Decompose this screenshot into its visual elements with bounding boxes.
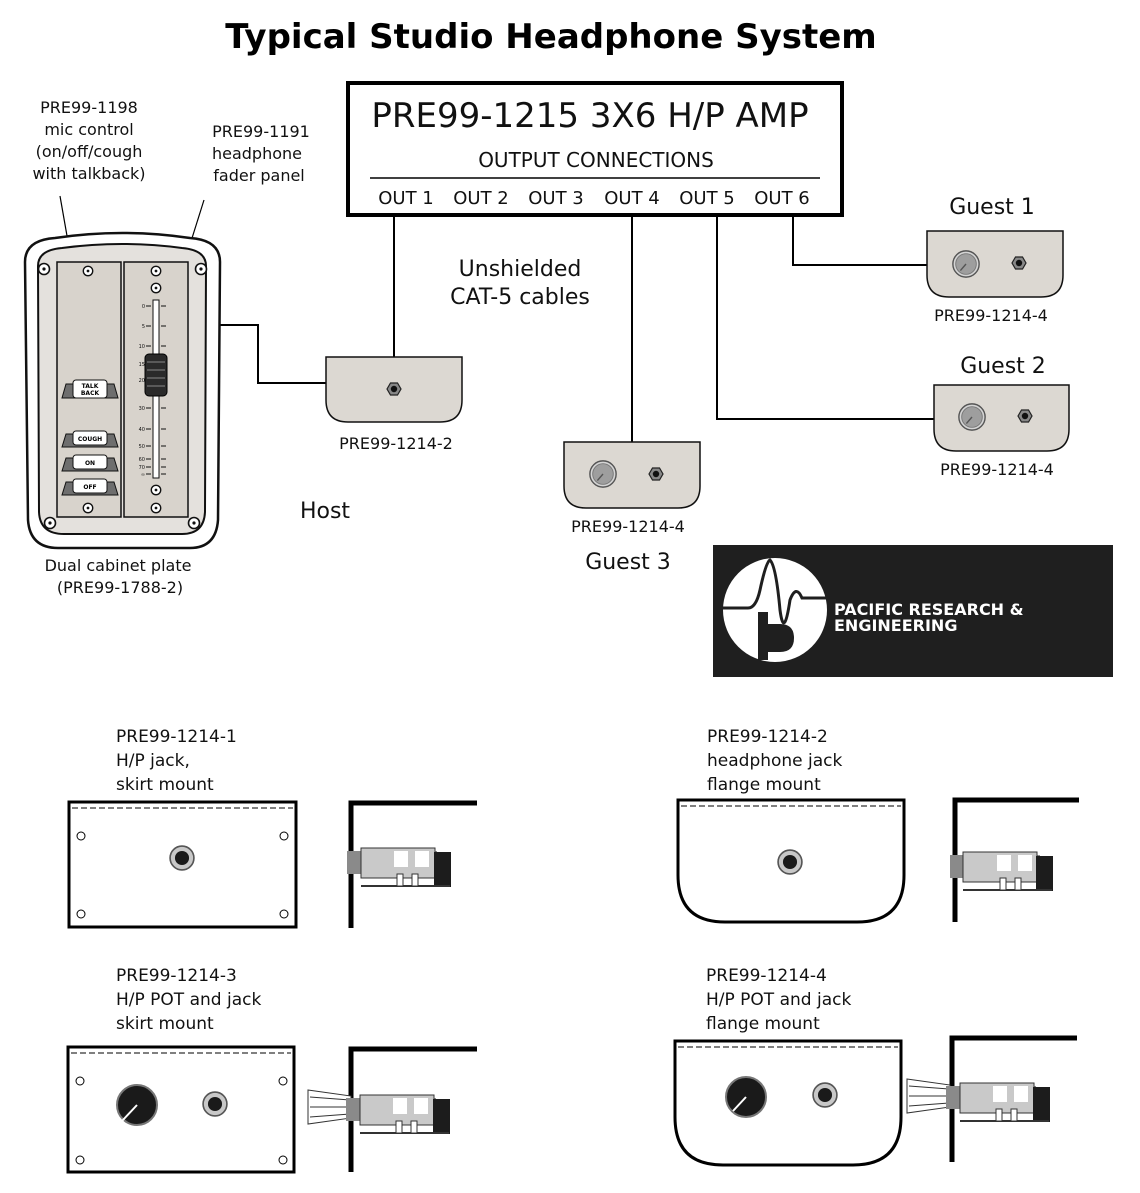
logo-line2: ENGINEERING: [834, 616, 957, 635]
pacific-research-logo: PACIFIC RESEARCH & ENGINEERING: [713, 545, 1113, 677]
detail1-jack-icon: [169, 845, 195, 871]
amp-model-label: PRE99-1215 3X6 H/P AMP: [371, 96, 808, 136]
fader-panel-callout: PRE99-1191 headphone fader panel: [181, 122, 310, 271]
scale-60: 60: [139, 457, 145, 463]
cough-label: COUGH: [78, 436, 102, 443]
detail1-line3: skirt mount: [116, 775, 214, 795]
host-label: Host: [300, 499, 350, 524]
mic-control-line2: mic control: [44, 120, 133, 139]
output-connections-label: OUTPUT CONNECTIONS: [478, 148, 714, 172]
detail4-part: PRE99-1214-4: [706, 966, 827, 986]
scale-10: 10: [139, 344, 145, 350]
mic-control-callout: PRE99-1198 mic control (on/off/cough wit…: [32, 98, 146, 271]
guest2-pot-icon: [958, 403, 986, 431]
back-label: BACK: [81, 390, 100, 397]
guest3-part: PRE99-1214-4: [571, 517, 685, 536]
detail4-jack-icon: [812, 1082, 838, 1108]
cable-label-line2: CAT-5 cables: [450, 285, 590, 310]
detail4-line2: H/P POT and jack: [706, 990, 851, 1010]
guest2-pot-plate: [933, 384, 1070, 452]
detail-1214-1: PRE99-1214-1 H/P jack, skirt mount: [67, 727, 477, 929]
scale-70: 70: [139, 465, 145, 471]
cabinet-line1: Dual cabinet plate: [45, 556, 192, 575]
dual-cabinet-plate: TALK BACK COUGH ON OFF: [23, 231, 222, 550]
detail3-line3: skirt mount: [116, 1014, 214, 1034]
detail3-part: PRE99-1214-3: [116, 966, 237, 986]
on-button[interactable]: ON: [61, 454, 119, 472]
out-5-label: OUT 5: [679, 188, 735, 209]
out-2-label: OUT 2: [453, 188, 509, 209]
detail-1214-2: PRE99-1214-2 headphone jack flange mount: [676, 727, 1079, 924]
fader-panel-part: PRE99-1191: [212, 122, 310, 141]
guest3-pot-plate: [563, 441, 701, 509]
guest1-jack-icon: [1011, 256, 1027, 270]
out-1-label: OUT 1: [378, 188, 434, 209]
out-6-label: OUT 6: [754, 188, 810, 209]
guest1-pot-plate: [926, 230, 1064, 298]
guest2-part: PRE99-1214-4: [940, 460, 1054, 479]
detail3-line2: H/P POT and jack: [116, 990, 261, 1010]
guest1-label: Guest 1: [949, 195, 1035, 220]
cable-lines: [220, 217, 934, 442]
scale-40: 40: [139, 427, 145, 433]
detail3-jack-icon: [202, 1091, 228, 1117]
page-title: Typical Studio Headphone System: [225, 17, 876, 57]
scale-50: 50: [139, 444, 145, 450]
guest3-pot-icon: [589, 460, 617, 488]
scale-0: 0: [142, 304, 145, 310]
host-jack-plate: [325, 356, 463, 423]
detail2-line2: headphone jack: [707, 751, 843, 771]
cough-button[interactable]: COUGH: [61, 430, 119, 448]
guest2-label: Guest 2: [960, 354, 1046, 379]
out-4-label: OUT 4: [604, 188, 660, 209]
talkback-button[interactable]: TALK BACK: [61, 379, 119, 399]
cable-label-line1: Unshielded: [459, 257, 582, 282]
guest1-pot-icon: [952, 250, 980, 278]
mic-control-line3: (on/off/cough: [36, 142, 143, 161]
scale-15: 15: [139, 362, 145, 368]
guest2-jack-icon: [1017, 409, 1033, 423]
detail1-part: PRE99-1214-1: [116, 727, 237, 747]
talk-label: TALK: [82, 383, 99, 390]
detail-1214-3: PRE99-1214-3 H/P POT and jack skirt moun…: [66, 966, 477, 1174]
detail3-pot-icon: [116, 1084, 158, 1126]
mic-control-line4: with talkback): [32, 164, 145, 183]
cabinet-line2: (PRE99-1788-2): [57, 578, 183, 597]
detail2-jack-icon: [777, 849, 803, 875]
off-label: OFF: [83, 484, 96, 491]
guest3-label: Guest 3: [585, 550, 671, 575]
fader-scale: 0 5 10 15 20 30 40 50 60 70 ∞: [139, 304, 166, 478]
fader-knob[interactable]: [144, 353, 168, 397]
scale-5: 5: [142, 324, 145, 330]
on-label: ON: [85, 460, 95, 467]
detail2-line3: flange mount: [707, 775, 821, 795]
detail-1214-4: PRE99-1214-4 H/P POT and jack flange mou…: [673, 966, 1077, 1167]
cable-out5-guest2: [716, 217, 934, 420]
detail2-part: PRE99-1214-2: [707, 727, 828, 747]
guest3-jack-icon: [648, 467, 664, 481]
fader-panel-line2: headphone: [212, 144, 302, 163]
detail1-line2: H/P jack,: [116, 751, 190, 771]
host-part: PRE99-1214-2: [339, 434, 453, 453]
mic-control-part: PRE99-1198: [40, 98, 138, 117]
out-3-label: OUT 3: [528, 188, 584, 209]
guest1-part: PRE99-1214-4: [934, 306, 1048, 325]
detail4-pot-icon: [725, 1076, 767, 1118]
scale-30: 30: [139, 406, 145, 412]
amplifier-box: PRE99-1215 3X6 H/P AMP OUTPUT CONNECTION…: [346, 81, 844, 217]
cable-panel-host: [220, 324, 326, 384]
off-button[interactable]: OFF: [61, 478, 119, 496]
scale-inf: ∞: [141, 472, 145, 478]
scale-20: 20: [139, 378, 145, 384]
host-jack-icon: [386, 382, 402, 396]
detail4-line3: flange mount: [706, 1014, 820, 1034]
fader-panel-line3: fader panel: [213, 166, 305, 185]
cable-out6-guest1: [792, 217, 927, 266]
logo-line1: PACIFIC RESEARCH &: [834, 600, 1024, 619]
